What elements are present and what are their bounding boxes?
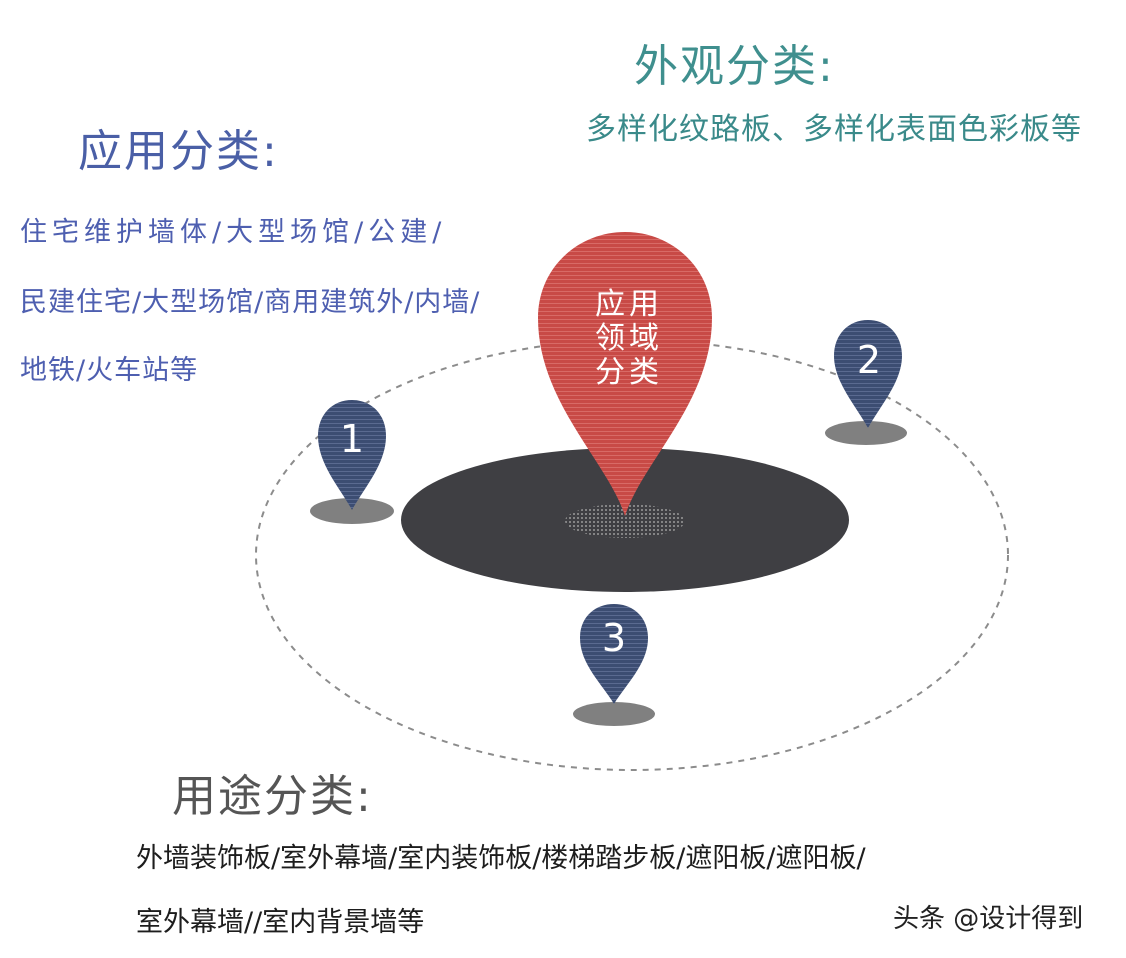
appearance-title: 外观分类: xyxy=(634,41,835,92)
application-line: 住宅维护墙体/大型场馆/公建/ xyxy=(20,217,447,248)
application-line: 民建住宅/大型场馆/商用建筑外/内墙/ xyxy=(20,287,481,318)
usage-line: 室外幕墙//室内背景墙等 xyxy=(136,907,425,938)
usage-title: 用途分类: xyxy=(172,771,373,822)
pin-1-shadow xyxy=(310,498,394,524)
center-pin-line-3: 分类 xyxy=(595,355,663,390)
pin-2-shadow xyxy=(825,421,907,445)
center-pin-line-1: 应用 xyxy=(595,287,663,322)
pin-3-icon xyxy=(580,604,648,704)
pin-1-label: 1 xyxy=(340,417,364,461)
center-pin-icon xyxy=(538,232,712,516)
pin-2-icon xyxy=(834,320,902,428)
watermark-text: 头条 @设计得到 xyxy=(893,904,1084,934)
pin-3-label: 3 xyxy=(602,616,626,660)
usage-line: 外墙装饰板/室外幕墙/室内装饰板/楼梯踏步板/遮阳板/遮阳板/ xyxy=(136,843,866,874)
pin-2-label: 2 xyxy=(857,338,881,382)
pin-3-shadow xyxy=(573,702,655,726)
pin-1-icon xyxy=(318,400,386,510)
application-line: 地铁/火车站等 xyxy=(20,355,199,386)
application-title: 应用分类: xyxy=(78,126,279,177)
center-pin-line-2: 领域 xyxy=(595,321,663,356)
appearance-description: 多样化纹路板、多样化表面色彩板等 xyxy=(586,112,1082,147)
center-pin-base xyxy=(565,504,685,538)
